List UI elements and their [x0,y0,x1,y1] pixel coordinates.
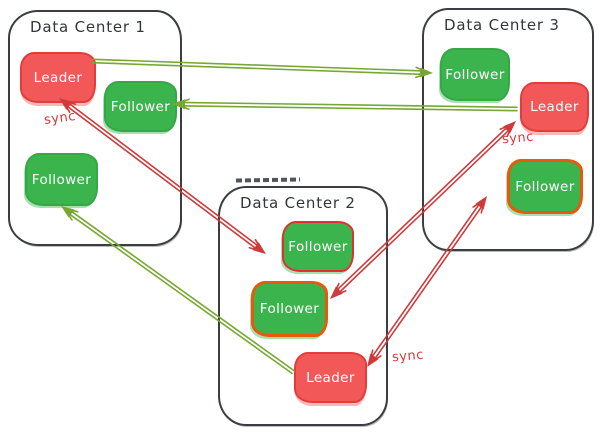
node-dc3-follower-1: Follower [440,48,510,101]
node-dc1-follower-2: Follower [25,153,98,206]
node-dc1-follower-1: Follower [104,81,177,132]
node-dc2-leader: Leader [294,352,367,403]
container-title: Data Center 2 [240,194,356,212]
node-dc2-follower-1: Follower [282,221,354,272]
node-dc3-follower-2: Follower [507,159,583,214]
node-dc1-leader: Leader [20,52,96,103]
node-dc3-leader: Leader [520,82,589,132]
sync-label-dc3: sync [501,129,535,148]
node-dc2-follower-2: Follower [251,281,328,337]
sketch-scribble [235,177,301,183]
container-title: Data Center 3 [444,16,560,34]
container-title: Data Center 1 [30,18,146,36]
sync-label-dc2: sync [391,347,425,366]
